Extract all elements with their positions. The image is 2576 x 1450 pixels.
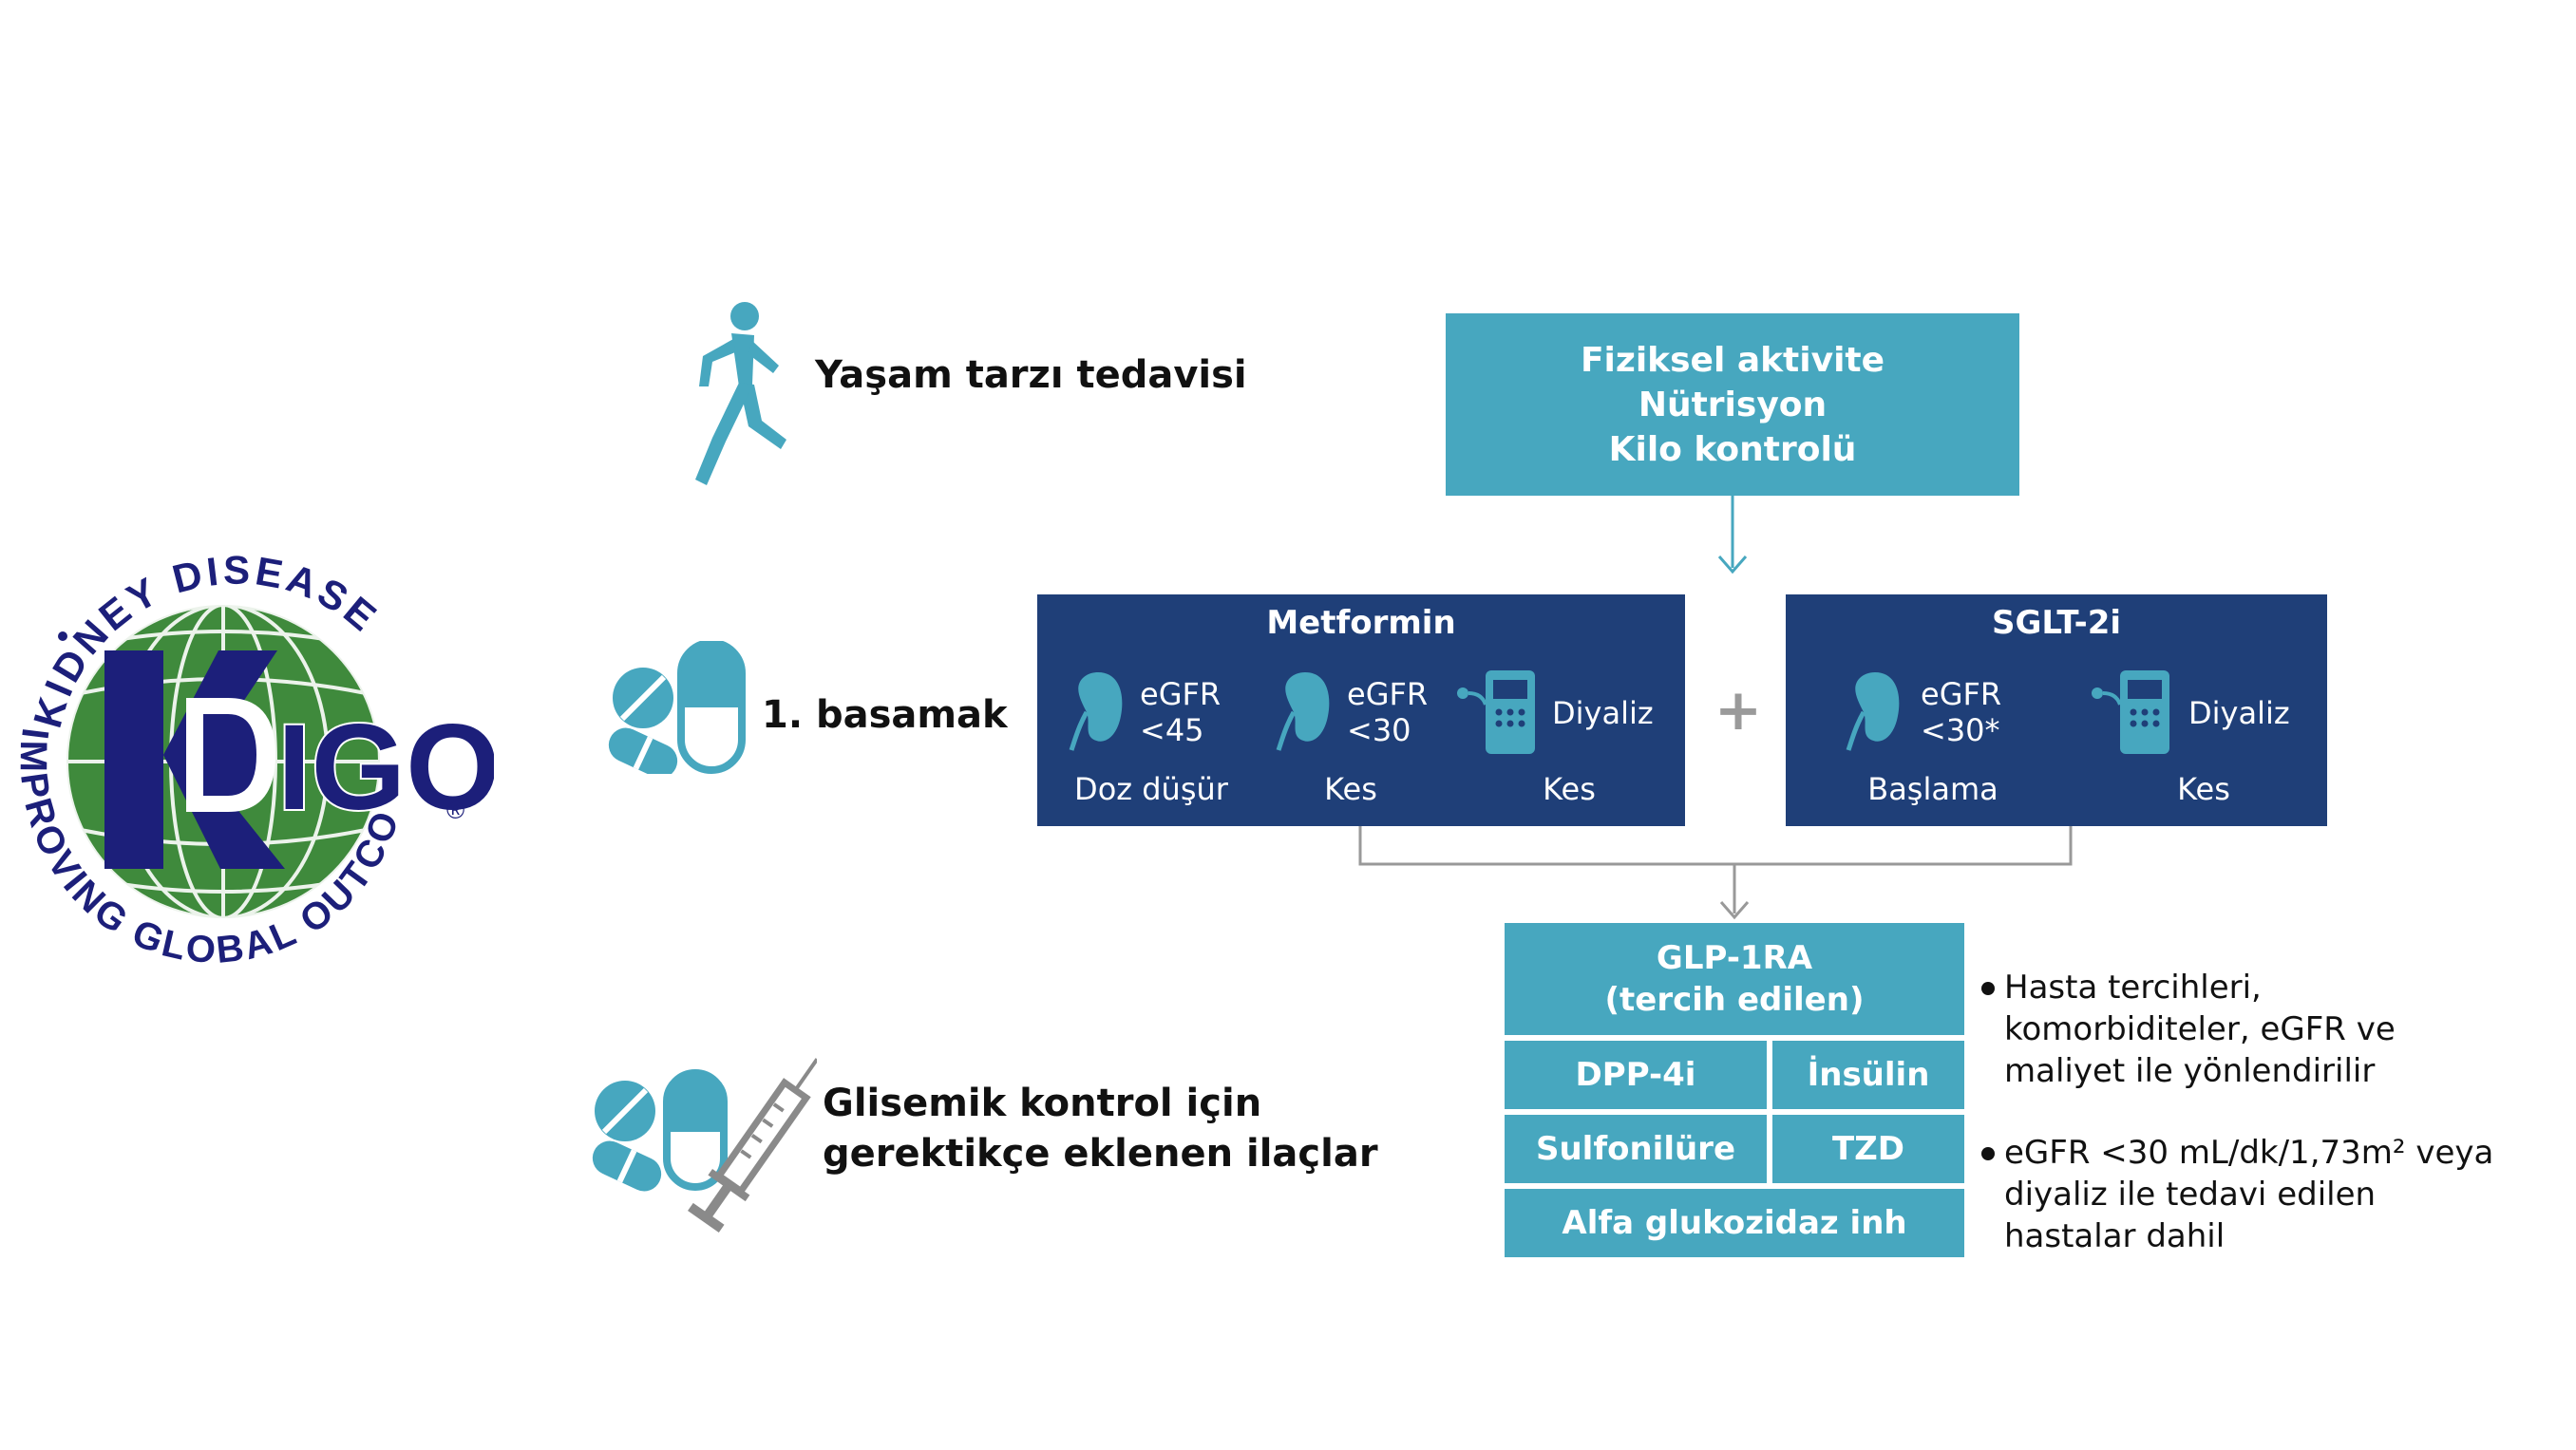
glycemic-label: Glisemik kontrol için gerektikçe eklenen…: [823, 1079, 1378, 1179]
note-2-line1: eGFR <30 mL/dk/1,73m² veya: [2004, 1134, 2494, 1172]
kdigo-logo: IGO KIDNEY DISEASE IMPROVING GLOBAL OUTC…: [0, 499, 502, 988]
runner-icon: [686, 299, 790, 489]
lifestyle-line1: Fiziksel aktivite: [1580, 340, 1885, 380]
sglt2-cell2-action: Kes: [2177, 771, 2230, 807]
sulfonylurea-box: Sulfonilüre: [1505, 1115, 1767, 1183]
note-1-line2: komorbiditeler, eGFR ve: [2004, 1010, 2396, 1048]
plus-sign: +: [1714, 677, 1763, 744]
pills-icon: [603, 639, 746, 779]
note-1-line1: Hasta tercihleri,: [2004, 969, 2262, 1007]
lifestyle-line2: Nütrisyon: [1638, 385, 1828, 424]
metformin-cell3-text: Diyaliz: [1552, 695, 1654, 731]
first-line-label: 1. basamak: [762, 693, 1008, 737]
glp1-line1: GLP-1RA: [1656, 939, 1813, 977]
registered-mark: ®: [446, 796, 464, 824]
lifestyle-line3: Kilo kontrolü: [1608, 429, 1857, 469]
note-2: eGFR <30 mL/dk/1,73m² veya diyaliz ile t…: [2004, 1132, 2493, 1257]
sglt2-cell1-line1: eGFR: [1921, 676, 2002, 712]
sglt2-cell2-text: Diyaliz: [2188, 695, 2290, 731]
teal-arrow-head: [1717, 556, 1748, 574]
metformin-cell1-line1: eGFR: [1140, 676, 1222, 712]
sglt2-cell1-text: eGFR <30*: [1921, 676, 2001, 748]
metformin-cell1-action: Doz düşür: [1074, 771, 1228, 807]
note-2-line3: hastalar dahil: [2004, 1217, 2226, 1255]
bullet-dot-1: [1981, 982, 1995, 995]
note-2-line2: diyaliz ile tedavi edilen: [2004, 1176, 2377, 1214]
lifestyle-label: Yaşam tarzı tedavisi: [815, 353, 1247, 397]
grey-arrow-head: [1719, 901, 1750, 920]
metformin-cell3-action: Kes: [1543, 771, 1596, 807]
note-1-line3: maliyet ile yönlendirilir: [2004, 1052, 2376, 1090]
sglt2-title: SGLT-2i: [1991, 604, 2122, 642]
kdigo-logo-graphic: IGO KIDNEY DISEASE IMPROVING GLOBAL OUTC…: [0, 499, 502, 971]
kidney-icon: [1066, 669, 1127, 756]
tzd-box: TZD: [1772, 1115, 1964, 1183]
kidney-icon: [1273, 669, 1334, 756]
dialysis-machine-icon: [1455, 665, 1546, 760]
metformin-cell2-action: Kes: [1324, 771, 1377, 807]
glp1-line2: (tercih edilen): [1604, 981, 1865, 1019]
glycemic-label-line1: Glisemik kontrol için: [823, 1082, 1262, 1125]
pills-syringe-icon: [589, 1035, 819, 1268]
lifestyle-box: Fiziksel aktivite Nütrisyon Kilo kontrol…: [1446, 313, 2019, 496]
metformin-title: Metformin: [1266, 604, 1456, 642]
insulin-box: İnsülin: [1772, 1041, 1964, 1109]
metformin-cell1-line2: <45: [1140, 712, 1204, 748]
metformin-cell2-line1: eGFR: [1347, 676, 1429, 712]
sglt2-cell1-line2: <30*: [1921, 712, 2000, 748]
kidney-icon: [1843, 669, 1904, 756]
metformin-cell1-text: eGFR <45: [1140, 676, 1221, 748]
glycemic-label-line2: gerektikçe eklenen ilaçlar: [823, 1132, 1378, 1176]
logo-wordmark-igo: IGO: [277, 700, 494, 836]
dpp4-box: DPP-4i: [1505, 1041, 1767, 1109]
metformin-cell2-line2: <30: [1347, 712, 1411, 748]
note-1: Hasta tercihleri, komorbiditeler, eGFR v…: [2004, 967, 2396, 1092]
sglt2-box: SGLT-2i eGFR <30* Başlama Diyaliz Kes: [1786, 594, 2327, 826]
bullet-dot-2: [1981, 1147, 1995, 1160]
dialysis-machine-icon: [2090, 665, 2181, 760]
metformin-cell2-text: eGFR <30: [1347, 676, 1428, 748]
sglt2-cell1-action: Başlama: [1867, 771, 1998, 807]
glp1-box: GLP-1RA (tercih edilen): [1505, 923, 1964, 1035]
alpha-glucosidase-box: Alfa glukozidaz inh: [1505, 1189, 1964, 1257]
metformin-box: Metformin eGFR <45 Doz düşür eGFR <30 Ke…: [1037, 594, 1685, 826]
grey-bracket: [1358, 824, 2073, 866]
